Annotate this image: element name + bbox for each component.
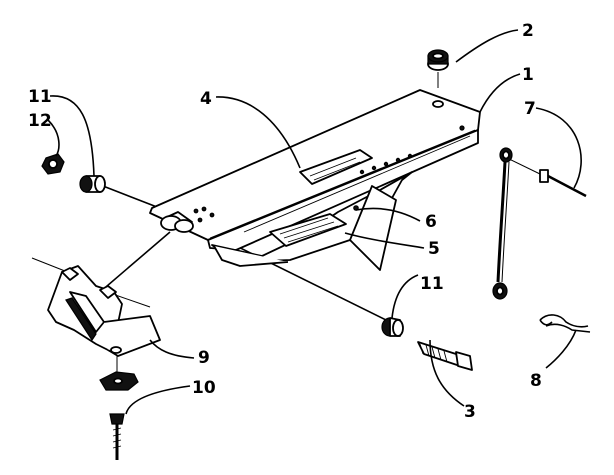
washer-plate-part (99, 371, 139, 391)
tether-cable-part (492, 147, 513, 300)
spacer-upper-part (79, 175, 106, 193)
lock-nut-part (41, 153, 65, 175)
screw-part (109, 413, 125, 460)
callout-9: 9 (198, 348, 210, 368)
grommet-part (427, 49, 449, 71)
callout-3: 3 (464, 402, 476, 422)
callout-4: 4 (200, 89, 212, 109)
mounting-pan-assembly (149, 89, 481, 271)
callout-5: 5 (428, 239, 440, 259)
hairpin-clip-part (539, 314, 591, 333)
callout-8: 8 (530, 371, 542, 391)
pin-screw-part (539, 169, 587, 198)
callout-7: 7 (524, 99, 536, 119)
spacer-lower-part (381, 317, 404, 337)
callout-labels: 1 2 3 4 5 6 7 8 9 10 11 11 12 (28, 21, 542, 422)
callout-10: 10 (192, 378, 216, 398)
leader-lines (47, 29, 582, 415)
callout-11-lower: 11 (420, 274, 444, 294)
callout-1: 1 (522, 65, 534, 85)
bolt-part (417, 341, 473, 371)
callout-11-upper: 11 (28, 87, 52, 107)
callout-6: 6 (425, 212, 437, 232)
hinge-bracket-part (47, 265, 161, 357)
callout-2: 2 (522, 21, 534, 41)
callout-12: 12 (28, 111, 52, 131)
